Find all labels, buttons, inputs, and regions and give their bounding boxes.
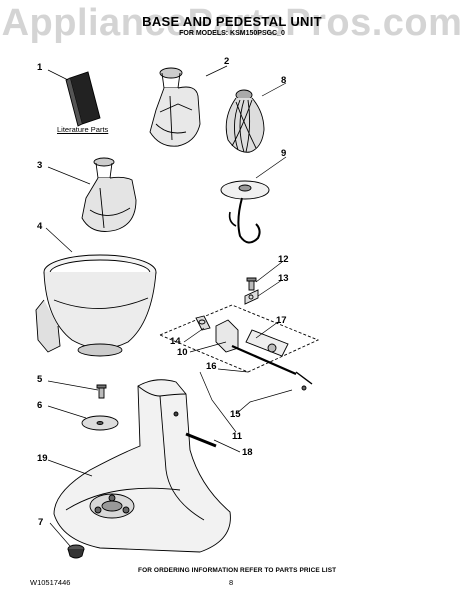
callout-3: 3	[37, 160, 43, 171]
callout-7: 7	[38, 517, 44, 528]
hinge-pin-assembly-illustration	[158, 304, 320, 391]
callout-9: 9	[281, 148, 287, 159]
pedestal-base-illustration	[53, 379, 231, 553]
mixing-bowl-illustration	[35, 254, 157, 357]
leader-lines	[45, 65, 293, 547]
callout-13: 13	[278, 273, 289, 284]
callout-1: 1	[37, 62, 43, 73]
page-title: BASE AND PEDESTAL UNIT	[142, 14, 322, 29]
wire-whip-illustration	[225, 89, 265, 153]
dough-hook-illustration	[220, 180, 270, 244]
callout-17: 17	[276, 315, 287, 326]
literature-parts-illustration	[65, 71, 101, 127]
ordering-note: FOR ORDERING INFORMATION REFER TO PARTS …	[138, 567, 337, 574]
callout-12: 12	[278, 254, 289, 265]
literature-parts-label: Literature Parts	[57, 125, 109, 134]
trim-plate-illustration	[81, 415, 119, 431]
flat-beater-illustration	[149, 67, 201, 147]
callout-14: 14	[170, 336, 181, 347]
callout-10: 10	[177, 347, 188, 358]
page-subtitle: FOR MODELS: KSM150PSGC_0	[179, 30, 285, 37]
page-number: 8	[229, 578, 234, 587]
callout-15: 15	[230, 409, 241, 420]
callout-19: 19	[37, 453, 48, 464]
callout-16: 16	[206, 361, 217, 372]
washer-13-illustration	[244, 289, 259, 305]
rubber-foot-illustration	[67, 544, 85, 559]
document-number: W10517446	[30, 578, 71, 587]
screw-12-illustration	[246, 277, 257, 291]
callout-4: 4	[37, 221, 43, 232]
callout-5: 5	[37, 374, 43, 385]
callout-8: 8	[281, 75, 287, 86]
callout-2: 2	[224, 56, 230, 67]
callout-11: 11	[232, 431, 243, 442]
callout-18: 18	[242, 447, 253, 458]
flat-beater-2-illustration	[81, 157, 137, 232]
screw-5-illustration	[96, 384, 107, 399]
hinge-pin-18-illustration	[185, 432, 217, 448]
callout-6: 6	[37, 400, 43, 411]
